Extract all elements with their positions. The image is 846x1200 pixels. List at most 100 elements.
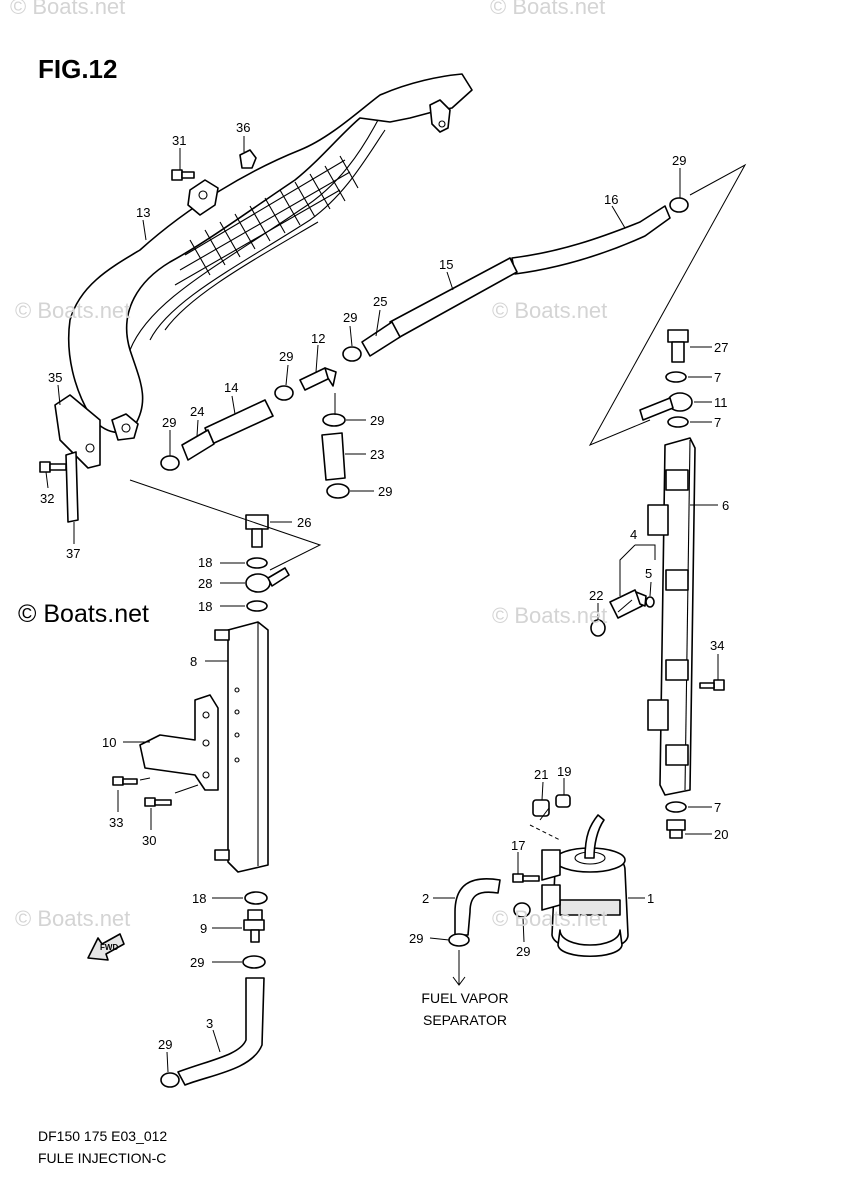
watermark: © Boats.net — [15, 298, 131, 323]
callout-30: 30 — [142, 833, 156, 848]
callout-18-b: 18 — [198, 599, 212, 614]
callout-11: 11 — [714, 395, 728, 410]
banjo-part-28 — [245, 567, 290, 593]
clamp-part-29-top — [669, 197, 689, 213]
diagram-code: DF150 175 E03_012 — [38, 1128, 168, 1144]
clamp-part-29-c — [160, 455, 180, 471]
hose-part-25 — [361, 321, 401, 357]
callout-8: 8 — [190, 654, 197, 669]
washer-part-18-c — [244, 891, 268, 905]
washer-part-7-a — [665, 371, 687, 383]
callout-23: 23 — [370, 447, 384, 462]
watermark: © Boats.net — [492, 603, 608, 628]
callout-29-d: 29 — [370, 413, 384, 428]
callout-36: 36 — [236, 120, 250, 135]
clamp-part-29-a — [342, 346, 362, 362]
callout-29-b: 29 — [279, 349, 293, 364]
bolt-part-32 — [39, 461, 67, 473]
delivery-pipe-part-8 — [214, 621, 269, 873]
hose-part-2 — [454, 878, 501, 936]
fwd-arrow-icon: FWD — [87, 933, 125, 961]
callout-29-g: 29 — [158, 1037, 172, 1052]
callout-33: 33 — [109, 815, 123, 830]
washer-part-7-c — [665, 801, 687, 813]
callout-labels: 31 36 13 29 16 15 25 29 12 29 14 24 29 2… — [40, 120, 729, 1052]
callout-7-c: 7 — [714, 800, 721, 815]
callout-34: 34 — [710, 638, 724, 653]
bolt-part-34 — [699, 679, 725, 691]
callout-5: 5 — [645, 566, 652, 581]
banjo-part-11 — [639, 392, 693, 421]
intake-cover-part-13 — [67, 73, 473, 441]
callout-32: 32 — [40, 491, 54, 506]
destination-label-line2: SEPARATOR — [422, 1012, 508, 1028]
watermark: © Boats.net — [492, 298, 608, 323]
callout-25: 25 — [373, 294, 387, 309]
fuel-pipe-part-14 — [204, 399, 274, 445]
clamp-part-29-i — [513, 902, 531, 918]
fuel-rail-part-6 — [647, 437, 696, 796]
callout-13: 13 — [136, 205, 150, 220]
callout-35: 35 — [48, 370, 62, 385]
callout-29-f: 29 — [190, 955, 204, 970]
callout-6: 6 — [722, 498, 729, 513]
callout-leaders — [45, 136, 719, 1073]
hose-part-3 — [177, 977, 265, 1086]
grommet-part-21 — [532, 799, 550, 817]
callout-14: 14 — [224, 380, 238, 395]
plug-part-20 — [666, 819, 686, 839]
watermark: © Boats.net — [492, 906, 608, 931]
vapor-separator-part-1 — [541, 814, 629, 958]
callout-29-h: 29 — [409, 931, 423, 946]
down-arrow-icon — [452, 950, 466, 986]
callout-24: 24 — [190, 404, 204, 419]
watermark: © Boats.net — [15, 906, 131, 931]
callout-2: 2 — [422, 891, 429, 906]
bracket-part-10 — [139, 694, 219, 791]
cap-part-19 — [555, 794, 571, 808]
callout-7-b: 7 — [714, 415, 721, 430]
callout-29-top: 29 — [672, 153, 686, 168]
callout-4: 4 — [630, 527, 637, 542]
callout-21: 21 — [534, 767, 548, 782]
callout-37: 37 — [66, 546, 80, 561]
o-ring-part-5 — [645, 596, 655, 608]
callout-31: 31 — [172, 133, 186, 148]
callout-15: 15 — [439, 257, 453, 272]
clamp-part-29-d — [322, 413, 346, 427]
strap-part-37 — [65, 451, 79, 523]
nut-part-36 — [239, 149, 257, 169]
assembly-lines — [129, 163, 747, 841]
callout-22: 22 — [589, 588, 603, 603]
brand-label: © Boats.net — [18, 600, 149, 628]
figure-title: FIG.12 — [38, 54, 118, 84]
svg-text:FWD: FWD — [100, 943, 118, 952]
callout-10: 10 — [102, 735, 116, 750]
diagram-name: FULE INJECTION-C — [38, 1150, 167, 1166]
destination-label-line1: FUEL VAPOR — [421, 990, 509, 1006]
fuel-pipe-part-16 — [511, 205, 671, 275]
bolt-part-31 — [171, 169, 195, 181]
clamp-part-29-b — [274, 385, 294, 401]
callout-27: 27 — [714, 340, 728, 355]
callout-29-a: 29 — [343, 310, 357, 325]
washer-part-18-a — [246, 557, 268, 569]
callout-7-a: 7 — [714, 370, 721, 385]
washer-part-18-b — [246, 600, 268, 612]
callout-29-c: 29 — [162, 415, 176, 430]
clamp-part-29-g — [160, 1072, 180, 1088]
union-bolt-part-26 — [245, 514, 269, 548]
union-bolt-part-27 — [667, 329, 689, 363]
callout-29-e: 29 — [378, 484, 392, 499]
callout-16: 16 — [604, 192, 618, 207]
callout-26: 26 — [297, 515, 311, 530]
callout-20: 20 — [714, 827, 728, 842]
injector-part-4 — [609, 589, 647, 619]
callout-3: 3 — [206, 1016, 213, 1031]
washer-part-7-b — [667, 416, 689, 428]
bolt-part-30 — [144, 797, 172, 807]
callout-1: 1 — [647, 891, 654, 906]
callout-28: 28 — [198, 576, 212, 591]
watermark: © Boats.net — [10, 0, 126, 19]
